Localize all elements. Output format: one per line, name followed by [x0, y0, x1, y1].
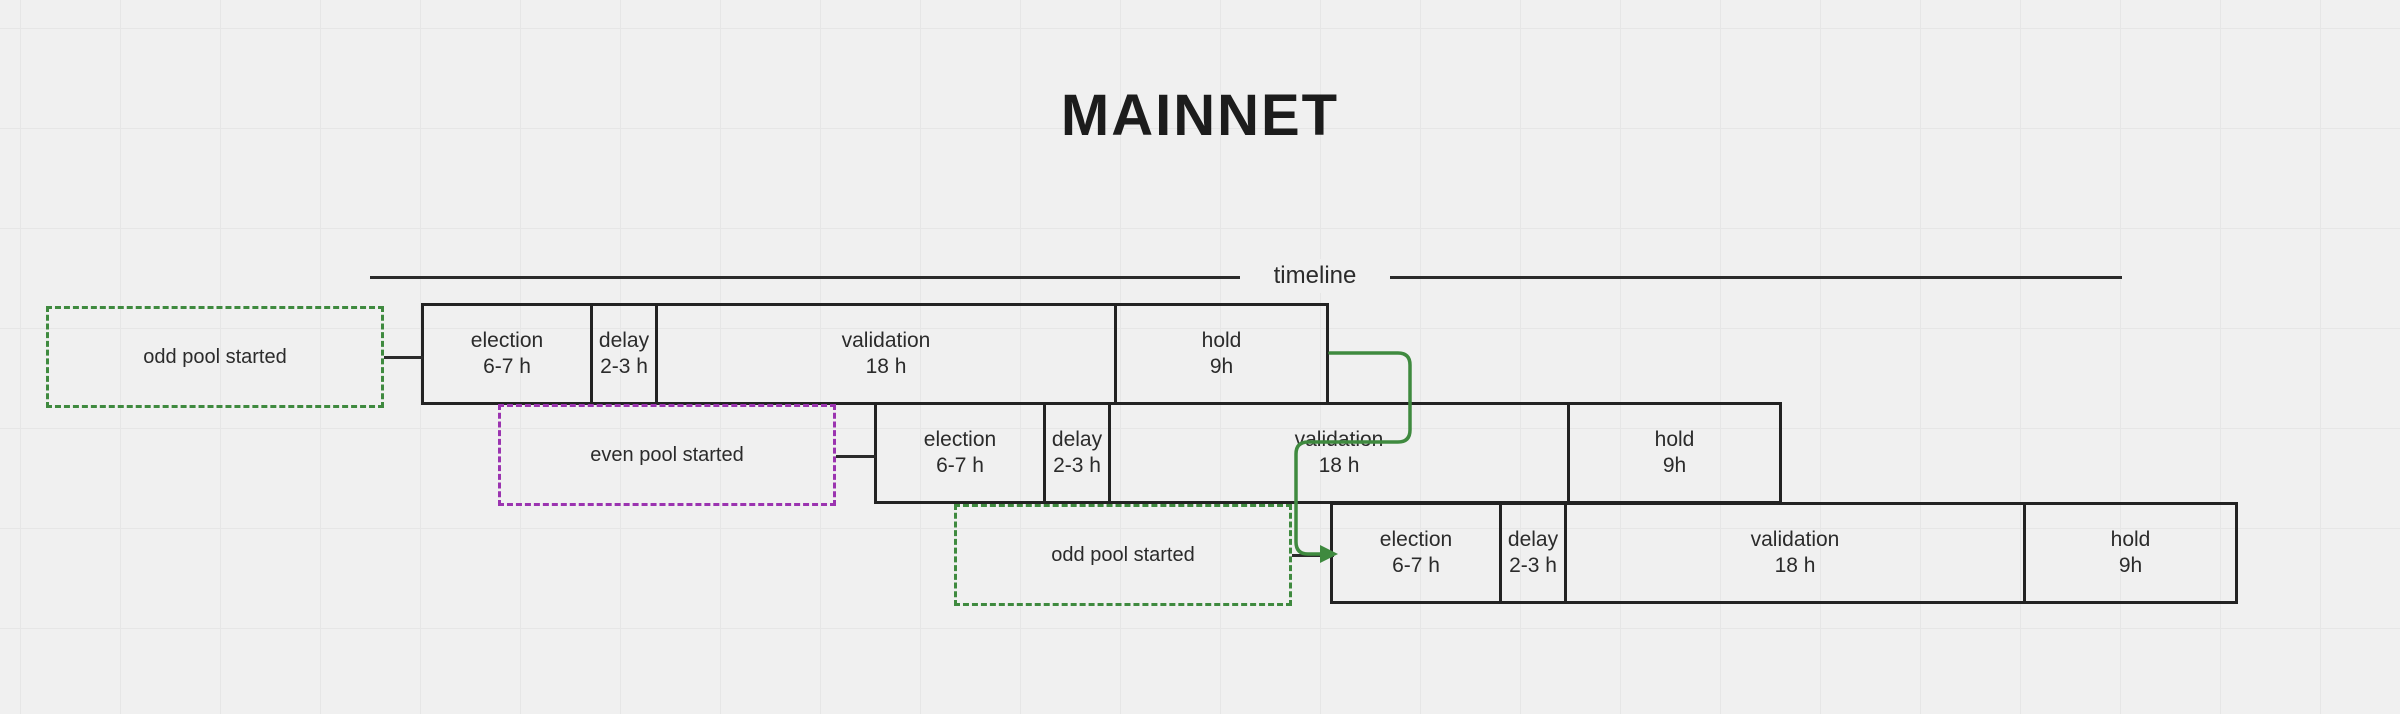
leader-line-note-3	[1292, 554, 1334, 557]
note-label: even pool started	[590, 443, 744, 466]
phase-box-validation-3[interactable]: validation 18 h	[1564, 502, 2026, 604]
timeline-label: timeline	[1240, 259, 1390, 293]
phase-duration: 6-7 h	[936, 454, 984, 477]
phase-duration: 9h	[2118, 554, 2143, 577]
leader-line-note-1	[384, 356, 423, 359]
phase-name: validation	[1294, 428, 1384, 451]
phase-box-delay-2[interactable]: delay 2-3 h	[1043, 402, 1111, 504]
phase-name: election	[470, 329, 544, 352]
phase-box-validation-1[interactable]: validation 18 h	[655, 303, 1117, 405]
note-odd-pool-started-1[interactable]: odd pool started	[46, 306, 384, 408]
note-odd-pool-started-2[interactable]: odd pool started	[954, 504, 1292, 606]
phase-duration: 9h	[1662, 454, 1687, 477]
phase-duration: 6-7 h	[1392, 554, 1440, 577]
phase-duration: 18 h	[1774, 554, 1816, 577]
phase-duration: 6-7 h	[483, 355, 531, 378]
phase-box-election-2[interactable]: election 6-7 h	[874, 402, 1046, 504]
phase-box-delay-3[interactable]: delay 2-3 h	[1499, 502, 1567, 604]
phase-name: hold	[1201, 329, 1242, 352]
phase-name: validation	[1750, 528, 1840, 551]
phase-box-hold-2[interactable]: hold 9h	[1567, 402, 1782, 504]
phase-duration: 2-3 h	[1509, 554, 1557, 577]
leader-line-note-2	[836, 455, 876, 458]
phase-box-hold-3[interactable]: hold 9h	[2023, 502, 2238, 604]
phase-name: delay	[598, 329, 650, 352]
timeline-axis-right-segment	[1342, 276, 2122, 279]
phase-box-hold-1[interactable]: hold 9h	[1114, 303, 1329, 405]
phase-name: delay	[1051, 428, 1103, 451]
phase-box-delay-1[interactable]: delay 2-3 h	[590, 303, 658, 405]
phase-box-validation-2[interactable]: validation 18 h	[1108, 402, 1570, 504]
timeline-axis	[370, 276, 2122, 279]
phase-duration: 2-3 h	[600, 355, 648, 378]
phase-name: election	[923, 428, 997, 451]
timeline-axis-left-segment	[370, 276, 1240, 279]
note-even-pool-started[interactable]: even pool started	[498, 404, 836, 506]
phase-duration: 2-3 h	[1053, 454, 1101, 477]
note-label: odd pool started	[1051, 543, 1195, 566]
cycle-row-2: election 6-7 h delay 2-3 h validation 18…	[0, 402, 2400, 504]
phase-box-election-1[interactable]: election 6-7 h	[421, 303, 593, 405]
phase-name: election	[1379, 528, 1453, 551]
phase-name: delay	[1507, 528, 1559, 551]
note-label: odd pool started	[143, 345, 287, 368]
phase-duration: 9h	[1209, 355, 1234, 378]
phase-name: hold	[2110, 528, 2151, 551]
cycle-row-1: election 6-7 h delay 2-3 h validation 18…	[0, 303, 2400, 405]
page-title: MAINNET	[1060, 83, 1340, 148]
phase-name: hold	[1654, 428, 1695, 451]
phase-name: validation	[841, 329, 931, 352]
phase-duration: 18 h	[1318, 454, 1360, 477]
phase-box-election-3[interactable]: election 6-7 h	[1330, 502, 1502, 604]
phase-duration: 18 h	[865, 355, 907, 378]
